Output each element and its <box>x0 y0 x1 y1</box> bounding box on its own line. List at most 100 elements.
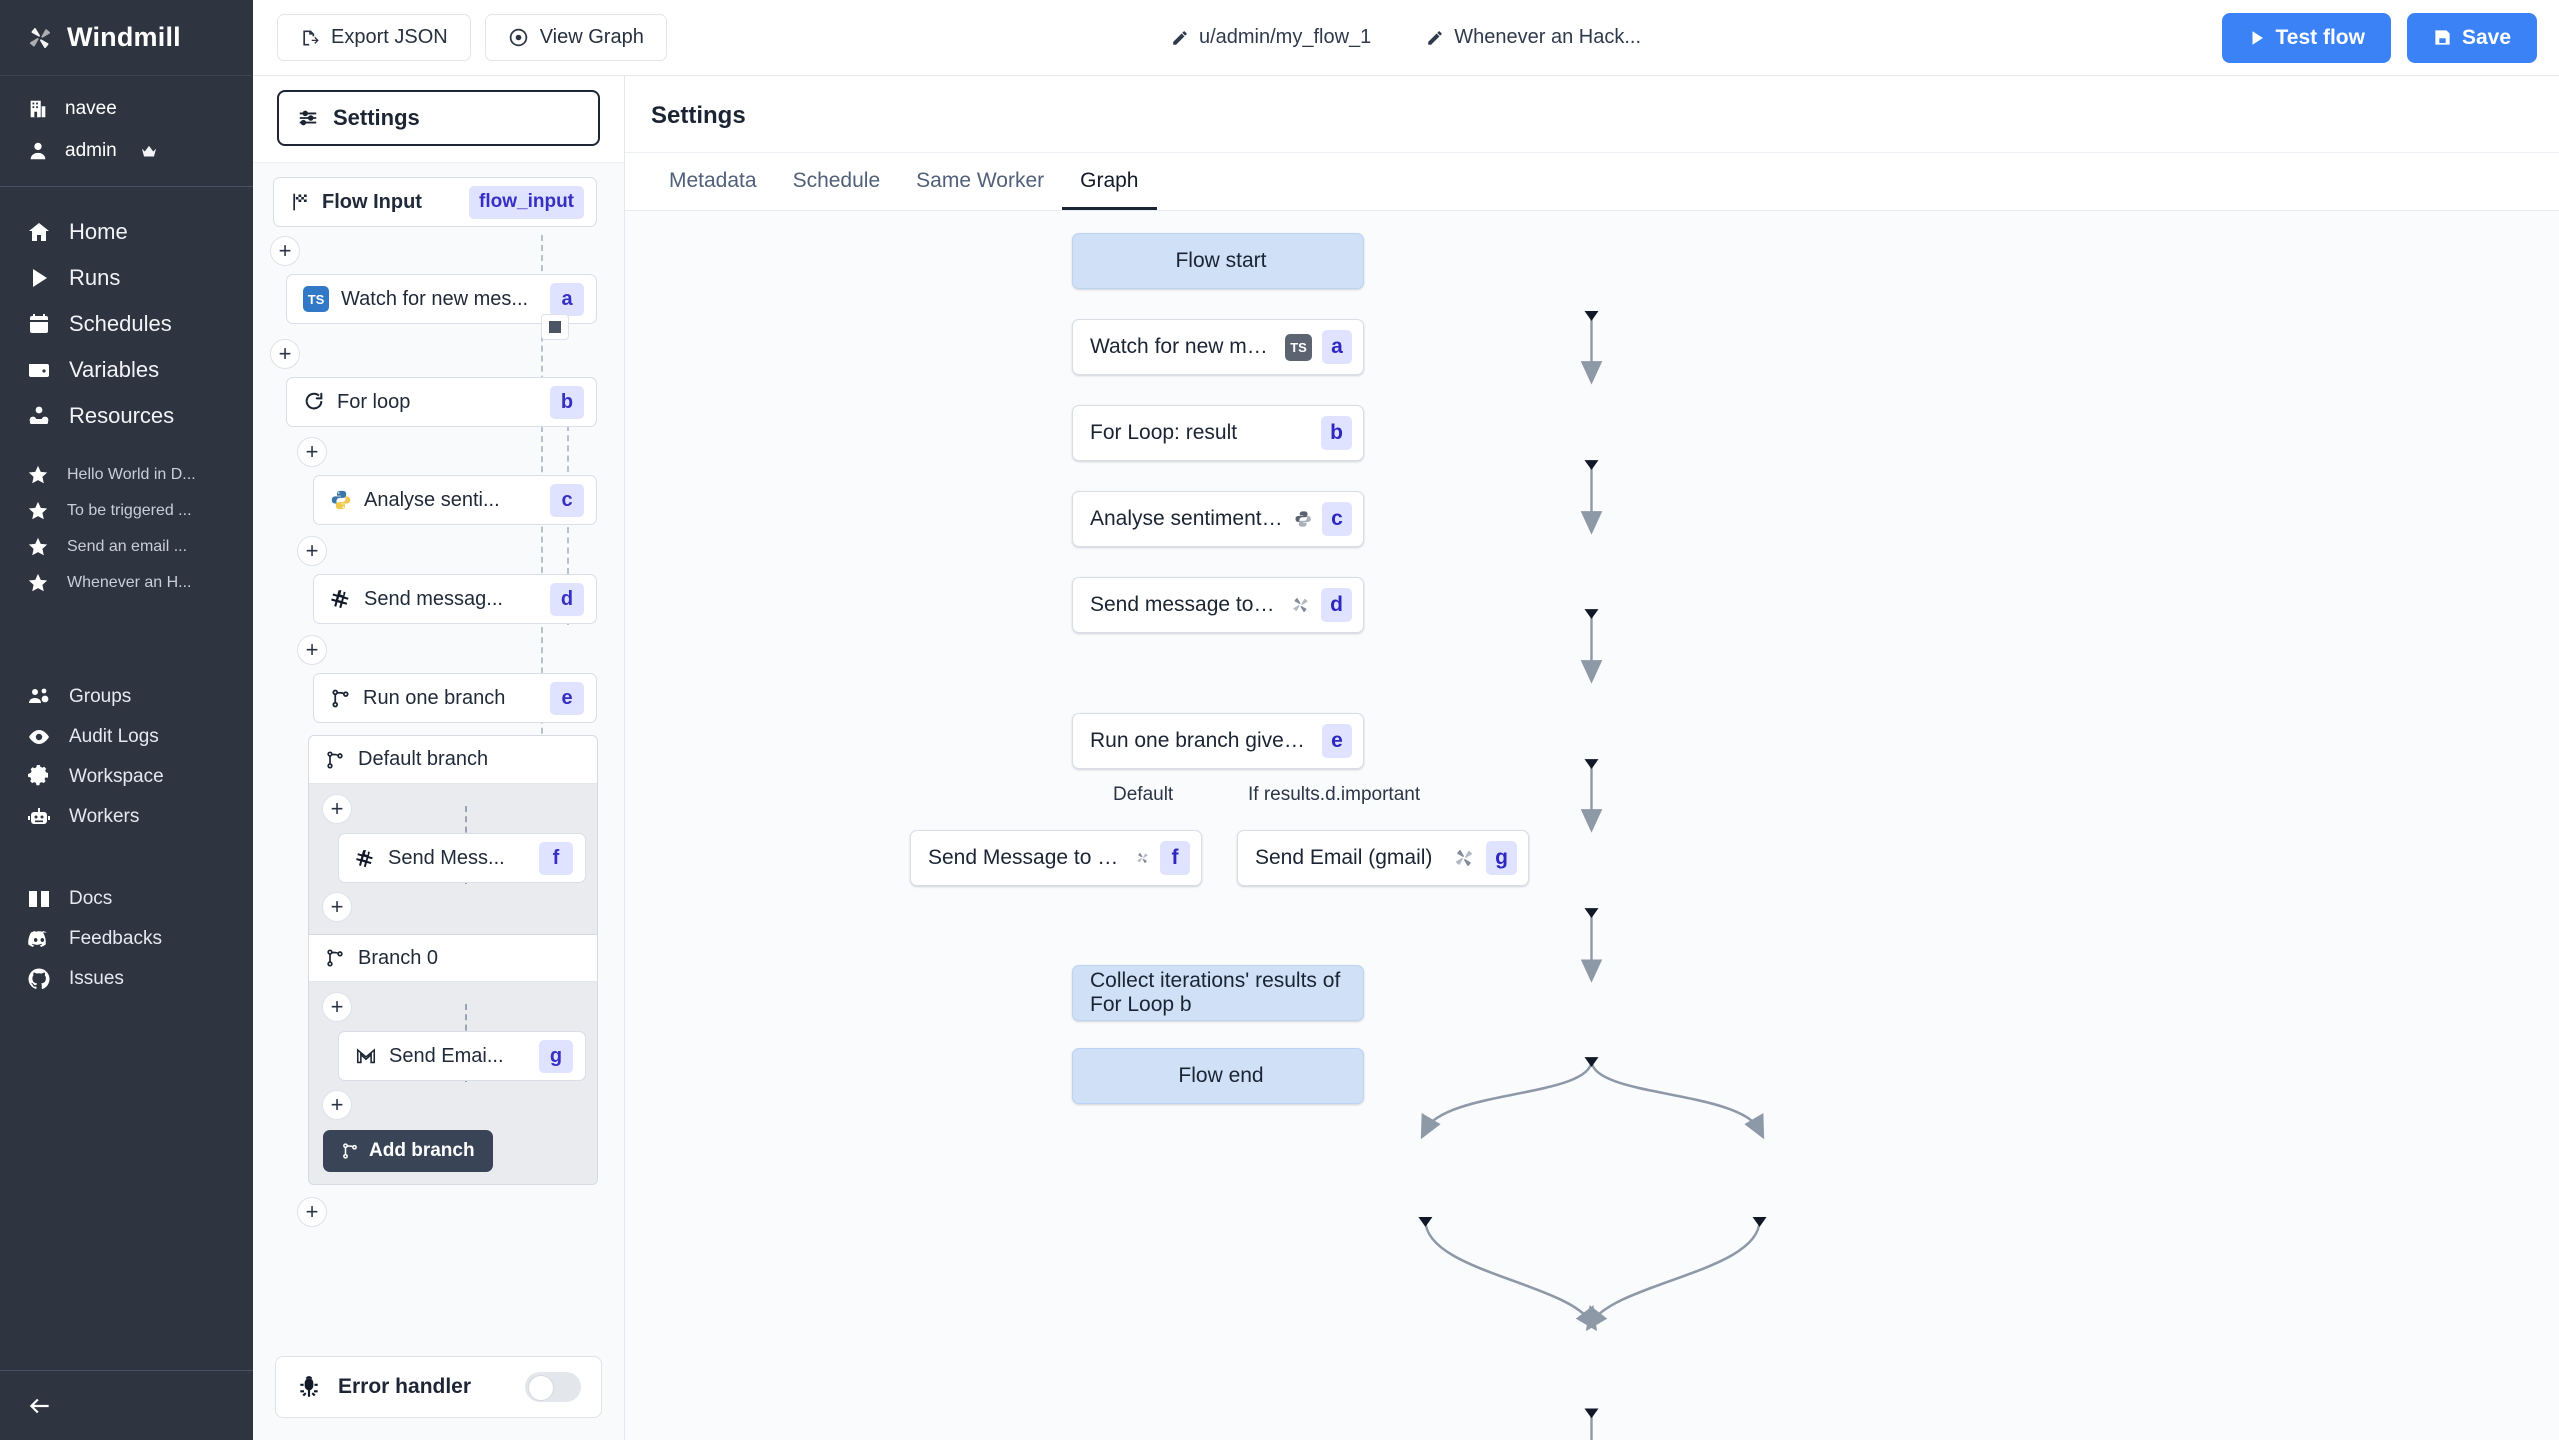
sidebar-item-label: Feedbacks <box>69 928 162 949</box>
gear-icon <box>28 765 48 786</box>
add-step-button[interactable]: + <box>297 635 327 665</box>
add-step-button[interactable]: + <box>297 437 327 467</box>
tab-metadata[interactable]: Metadata <box>669 169 757 192</box>
calendar-icon <box>30 314 48 333</box>
stop-step-button[interactable] <box>541 314 569 340</box>
sidebar-item-home[interactable]: Home <box>0 209 253 255</box>
edge-label-predicate: If results.d.important <box>1241 782 1428 808</box>
sidebar-item-runs[interactable]: Runs <box>0 255 253 301</box>
graph-node-label: Send Message to Channel (slack) <box>928 846 1125 869</box>
sidebar-item-label: Workers <box>69 806 140 827</box>
test-flow-button[interactable]: Test flow <box>2221 12 2391 63</box>
add-step-button[interactable]: + <box>297 1197 327 1227</box>
sidebar-item-docs[interactable]: Docs <box>0 879 253 919</box>
step-label: Watch for new mes... <box>341 287 529 310</box>
page-title: Settings <box>625 76 2559 153</box>
favorite-item[interactable]: Send an email ... <box>0 529 253 565</box>
graph-node-g[interactable]: Send Email (gmail) g <box>1237 830 1529 886</box>
export-json-button[interactable]: Export JSON <box>277 14 471 61</box>
sidebar-item-workers[interactable]: Workers <box>0 797 253 837</box>
branch-title: Branch 0 <box>358 946 439 969</box>
play-icon <box>33 269 47 287</box>
flow-input-node[interactable]: Flow Input flow_input <box>273 177 597 227</box>
add-step-button[interactable]: + <box>322 1090 352 1120</box>
branch-step-node-f[interactable]: Send Mess... f <box>338 833 586 883</box>
tab-schedule[interactable]: Schedule <box>792 169 881 192</box>
sidebar-item-feedbacks[interactable]: Feedbacks <box>0 919 253 959</box>
graph-node-b[interactable]: For Loop: result b <box>1072 405 1364 461</box>
flow-summary-editable[interactable]: Whenever an Hack... <box>1426 26 1641 49</box>
add-step-button[interactable]: + <box>270 236 300 266</box>
tab-same-worker[interactable]: Same Worker <box>916 169 1045 192</box>
brand[interactable]: Windmill <box>0 0 253 76</box>
add-step-button[interactable]: + <box>322 794 352 824</box>
branch-body-0: + Send Emai... g <box>309 982 597 1184</box>
graph-node-flow-start[interactable]: Flow start <box>1072 233 1364 289</box>
save-button[interactable]: Save <box>2406 12 2537 63</box>
graph-node-label: Send message to slack <box>1090 593 1280 616</box>
step-node-b[interactable]: For loop b <box>286 377 597 427</box>
user-menu[interactable]: admin <box>0 130 253 172</box>
add-step-button[interactable]: + <box>297 536 327 566</box>
flow-steps-list: Flow Input flow_input + TS Watch for new… <box>253 163 624 1356</box>
step-node-d[interactable]: Send messag... d <box>313 574 597 624</box>
branch-step-badge: g <box>539 1039 573 1073</box>
branch-step-node-g[interactable]: Send Emai... g <box>338 1031 586 1081</box>
sidebar-item-schedules[interactable]: Schedules <box>0 301 253 347</box>
flow-path-editable[interactable]: u/admin/my_flow_1 <box>1171 26 1371 49</box>
add-branch-button[interactable]: Add branch <box>323 1130 493 1172</box>
branch-container: Default branch + <box>308 735 598 1185</box>
branch-icon <box>332 689 349 707</box>
settings-tabs: Metadata Schedule Same Worker Graph <box>625 153 2559 211</box>
graph-node-c[interactable]: Analyse sentiment with nltk c <box>1072 491 1364 547</box>
windmill-icon <box>1293 598 1308 613</box>
sidebar-item-label: Audit Logs <box>69 726 159 747</box>
view-graph-button[interactable]: View Graph <box>484 14 667 61</box>
graph-node-f[interactable]: Send Message to Channel (slack) f <box>910 830 1202 886</box>
play-icon <box>2252 30 2263 45</box>
error-handler-toggle[interactable] <box>525 1372 581 1402</box>
step-badge: d <box>550 582 584 616</box>
step-badge: e <box>550 681 584 715</box>
graph-node-label: For Loop: result <box>1090 421 1238 444</box>
graph-node-d[interactable]: Send message to slack d <box>1072 577 1364 633</box>
graph-node-badge: c <box>1322 502 1352 536</box>
sidebar-item-issues[interactable]: Issues <box>0 959 253 999</box>
add-branch-label: Add branch <box>369 1140 475 1161</box>
sidebar-item-groups[interactable]: Groups <box>0 677 253 717</box>
add-step-button[interactable]: + <box>322 892 352 922</box>
export-json-label: Export JSON <box>331 26 448 48</box>
step-node-c[interactable]: Analyse senti... c <box>313 475 597 525</box>
user-icon <box>30 142 46 160</box>
graph-node-e[interactable]: Run one branch given predicate e <box>1072 713 1364 769</box>
branch-icon <box>343 1143 357 1159</box>
graph-node-flow-end[interactable]: Flow end <box>1072 1048 1364 1104</box>
collapse-sidebar-button[interactable] <box>0 1370 253 1440</box>
favorite-item[interactable]: Whenever an H... <box>0 565 253 601</box>
graph-node-a[interactable]: Watch for new message with mentio... TS … <box>1072 319 1364 375</box>
branch-header-0[interactable]: Branch 0 <box>309 934 597 982</box>
graph-node-badge: f <box>1160 841 1190 875</box>
favorite-item[interactable]: Hello World in D... <box>0 457 253 493</box>
step-label: Analyse senti... <box>364 488 500 511</box>
add-step-button[interactable]: + <box>270 339 300 369</box>
sidebar-item-audit-logs[interactable]: Audit Logs <box>0 717 253 757</box>
workspace-selector[interactable]: navee <box>0 88 253 130</box>
add-step-button[interactable]: + <box>322 992 352 1022</box>
flow-graph-canvas[interactable]: Flow start Watch for new message with me… <box>625 211 2559 1440</box>
graph-node-collect[interactable]: Collect iterations' results of For Loop … <box>1072 965 1364 1021</box>
flow-input-label: Flow Input <box>322 190 422 213</box>
discord-icon <box>28 931 47 947</box>
branch-header-default[interactable]: Default branch <box>309 736 597 784</box>
favorite-item[interactable]: To be triggered ... <box>0 493 253 529</box>
bug-icon <box>300 1376 318 1397</box>
sidebar-item-resources[interactable]: Resources <box>0 393 253 439</box>
sidebar-item-variables[interactable]: Variables <box>0 347 253 393</box>
settings-button[interactable]: Settings <box>277 90 600 146</box>
eye-icon <box>29 730 49 744</box>
tab-graph[interactable]: Graph <box>1062 153 1157 210</box>
step-node-e[interactable]: Run one branch e <box>313 673 597 723</box>
branch-title: Default branch <box>358 748 489 770</box>
sidebar-item-label: Groups <box>69 686 132 707</box>
sidebar-item-workspace[interactable]: Workspace <box>0 757 253 797</box>
